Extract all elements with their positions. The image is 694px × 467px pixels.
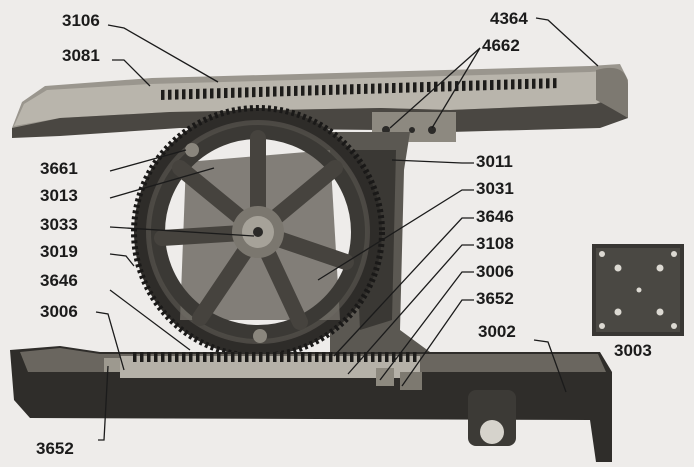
label-3652-right: 3652	[476, 289, 514, 308]
leader-4662-b	[431, 47, 481, 129]
large-spur-gear	[131, 105, 385, 359]
leader-3019	[109, 253, 135, 267]
leader-3031	[317, 189, 474, 281]
plate-3003	[592, 244, 684, 336]
leader-3652-left	[98, 365, 109, 441]
leader-3011	[391, 159, 474, 164]
label-3031: 3031	[476, 179, 514, 198]
label-3013: 3013	[40, 186, 78, 205]
label-3081: 3081	[62, 46, 100, 65]
leader-3652-right	[401, 299, 474, 387]
label-3033: 3033	[40, 215, 78, 234]
label-3108: 3108	[476, 234, 514, 253]
leader-3013	[109, 167, 215, 199]
label-3019: 3019	[40, 242, 78, 261]
label-3011: 3011	[476, 152, 513, 171]
label-3106: 3106	[62, 11, 100, 30]
label-3003: 3003	[614, 341, 652, 360]
leader-3106	[107, 24, 219, 83]
top-rail	[12, 64, 628, 142]
label-3002: 3002	[478, 322, 516, 341]
label-3652-left: 3652	[36, 439, 74, 458]
leader-4662-a	[389, 47, 481, 129]
leader-3002	[533, 339, 567, 393]
label-4364: 4364	[490, 9, 528, 28]
leader-3006-left	[95, 311, 125, 371]
label-4662: 4662	[482, 36, 520, 55]
label-3006-right: 3006	[476, 262, 514, 281]
label-3006-left: 3006	[40, 302, 78, 321]
label-3646-left: 3646	[40, 271, 78, 290]
leader-3033	[109, 226, 255, 237]
leader-lines	[95, 17, 599, 441]
bottom-rail	[10, 346, 612, 462]
leader-4364	[535, 17, 599, 67]
leader-3661	[109, 149, 187, 172]
leader-3006-right	[379, 271, 474, 381]
label-3661: 3661	[40, 159, 78, 178]
leader-3108	[347, 244, 474, 375]
leader-3646-right	[333, 217, 474, 357]
leader-3081	[112, 59, 151, 87]
label-3646-right: 3646	[476, 207, 514, 226]
leader-3646-left	[109, 289, 191, 351]
